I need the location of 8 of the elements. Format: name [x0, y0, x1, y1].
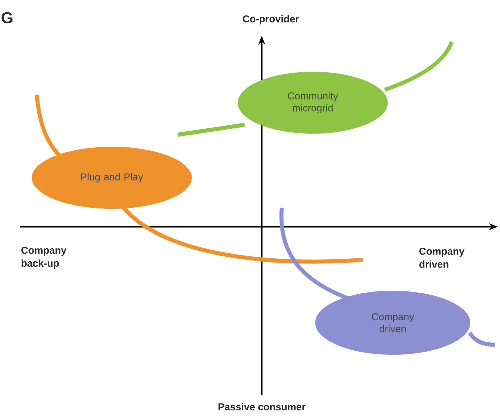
ellipse-node: Plug and Play	[32, 146, 192, 209]
panel-letter: G	[2, 12, 13, 24]
axis-label: Company back-up	[22, 246, 67, 269]
axis-label: Company driven	[420, 248, 465, 268]
ellipse-node: Community microgrid	[238, 72, 388, 134]
axis-label: Co-provider	[243, 15, 300, 25]
ellipse-node: Company driven	[316, 290, 470, 355]
axis-label: Passive consumer	[218, 403, 306, 411]
